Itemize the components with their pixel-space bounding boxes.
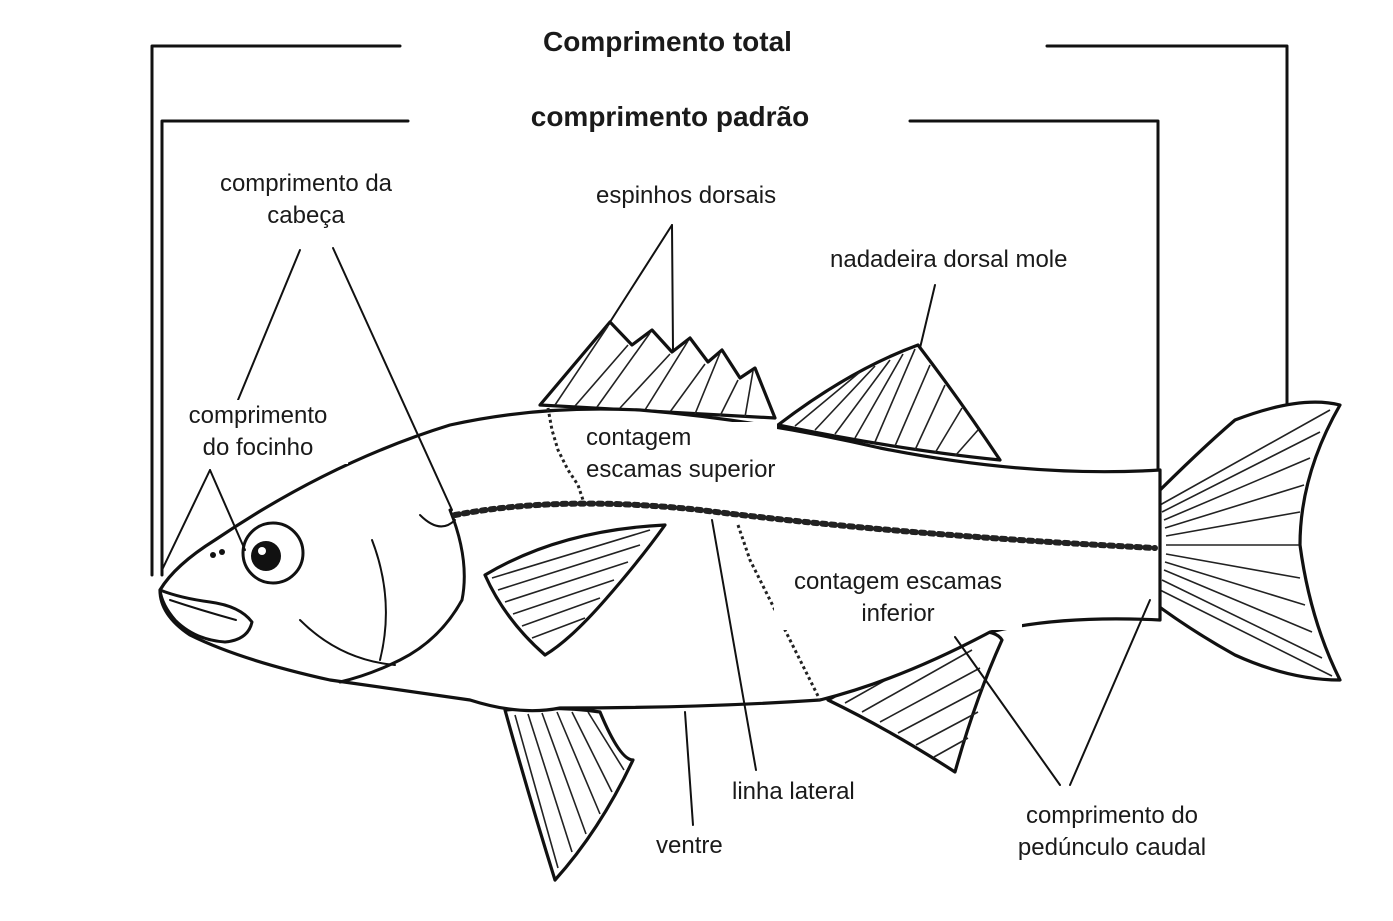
pointer-peduncle-b: [1069, 599, 1151, 786]
soft-dorsal-fin: [776, 343, 1002, 462]
lateral-line: [452, 500, 1158, 551]
pelvic-fin-rays: [514, 711, 625, 869]
caudal-fin: [1148, 400, 1342, 682]
dorsal-spines-text: espinhos dorsais: [596, 182, 777, 209]
lateral-line-label: linha lateral: [728, 776, 859, 808]
head-length-line-1: comprimento da: [219, 170, 393, 197]
mouth: [158, 588, 254, 644]
upper-scale-count-line-2: escamas superior: [586, 456, 776, 483]
spiny-dorsal-fin: [538, 320, 777, 420]
lower-scale-count-line-2: inferior: [861, 600, 935, 627]
pointer-soft-dorsal: [919, 284, 936, 349]
lower-scale-count-label: contagem escamas inferior: [774, 566, 1022, 630]
soft-dorsal-fin-label: nadadeira dorsal mole: [826, 244, 1072, 276]
standard-length-text: comprimento padrão: [530, 101, 810, 132]
soft-dorsal-rays: [794, 348, 979, 457]
standard-length-bracket-left: [160, 119, 410, 577]
total-length-label: Comprimento total: [500, 26, 835, 58]
nostril: [219, 549, 225, 555]
pointer-snout-a: [161, 469, 211, 571]
pupil: [251, 541, 281, 571]
pointer-dorsal-spines-b: [671, 224, 674, 351]
eye-highlight: [258, 547, 266, 555]
pointer-lateral-line: [711, 519, 757, 771]
fish-body: [158, 407, 1162, 713]
lower-scale-count-line: [736, 524, 822, 701]
belly-text: ventre: [656, 832, 723, 859]
snout-length-line-1: comprimento: [188, 402, 328, 429]
nostril: [210, 552, 216, 558]
upper-scale-count-label: contagem escamas superior: [584, 422, 778, 486]
pectoral-fin-rays: [491, 529, 651, 639]
preopercle: [371, 539, 387, 661]
pointer-peduncle-a: [954, 636, 1061, 786]
pointer-belly: [684, 711, 694, 826]
head-length-label: comprimento da cabeça: [196, 168, 416, 232]
snout-length-label: comprimento do focinho: [168, 400, 348, 464]
standard-length-label: comprimento padrão: [480, 101, 860, 133]
cheek-line: [299, 619, 396, 666]
lower-scale-count-line-1: contagem escamas: [793, 568, 1003, 595]
dorsal-spines-label: espinhos dorsais: [592, 180, 781, 212]
gill-cover: [338, 508, 466, 684]
mouth-line: [169, 599, 237, 621]
caudal-peduncle-line-1: comprimento do: [1025, 802, 1199, 829]
pointer-head-length-a: [237, 249, 301, 401]
spiny-dorsal-rays: [554, 325, 754, 418]
pointer-head-length-b: [332, 247, 453, 511]
lateral-line-text: linha lateral: [732, 778, 855, 805]
pointer-dorsal-spines-a: [609, 224, 673, 323]
gill-edge: [419, 514, 456, 528]
pelvic-fin: [503, 706, 635, 882]
belly-label: ventre: [652, 830, 727, 862]
upper-scale-count-line-1: contagem: [586, 424, 692, 451]
caudal-fin-rays: [1159, 409, 1333, 677]
total-length-text: Comprimento total: [543, 26, 792, 57]
pointer-snout-b: [209, 469, 246, 551]
upper-scale-count-line: [546, 407, 585, 501]
standard-length-bracket-right: [908, 119, 1160, 544]
soft-dorsal-fin-text: nadadeira dorsal mole: [830, 246, 1068, 273]
total-length-bracket-left: [150, 44, 402, 577]
snout-length-line-2: do focinho: [202, 434, 314, 461]
caudal-peduncle-label: comprimento do pedúnculo caudal: [992, 800, 1232, 864]
head-length-line-2: cabeça: [267, 202, 345, 229]
caudal-peduncle-line-2: pedúnculo caudal: [1017, 834, 1207, 861]
total-length-bracket-right: [1045, 44, 1289, 412]
